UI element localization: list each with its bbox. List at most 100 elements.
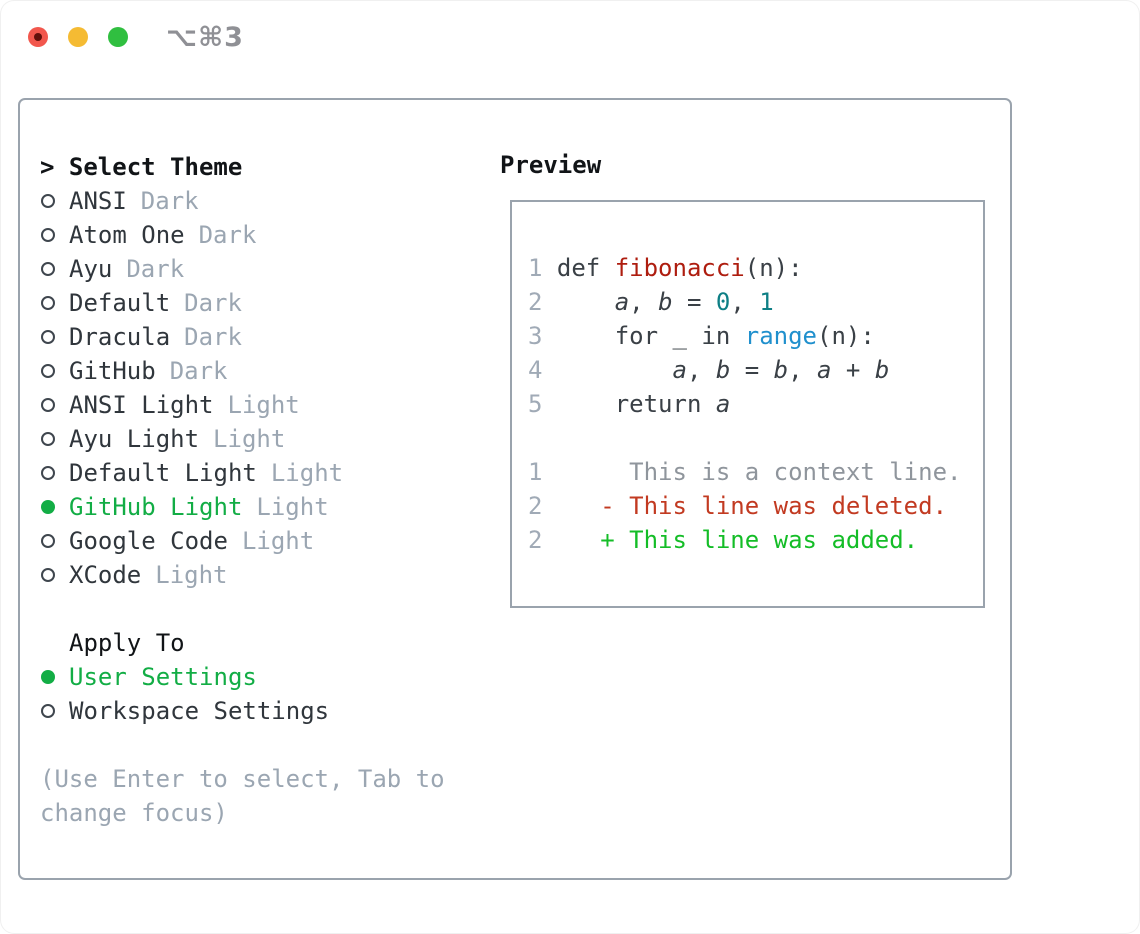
option-variant-tag: Dark: [198, 221, 257, 249]
line-number: 2: [528, 526, 543, 554]
select-theme-header: > Select Theme: [40, 150, 470, 184]
option-variant-tag: Light: [155, 561, 228, 589]
code-line: 5 return a: [528, 387, 983, 421]
spacer: [40, 728, 470, 762]
option-variant-tag: Light: [256, 493, 329, 521]
line-number: 3: [528, 322, 543, 350]
theme-option-atom-one[interactable]: Atom One Dark: [40, 218, 470, 252]
theme-option-ansi-light[interactable]: ANSI Light Light: [40, 388, 470, 422]
code-token-builtin: range: [744, 322, 817, 350]
code-token-num: 1: [759, 288, 774, 316]
code-line: 3 for _ in range(n):: [528, 319, 983, 353]
close-button[interactable]: [28, 27, 48, 47]
radio-icon: [41, 194, 55, 208]
option-variant-tag: Dark: [184, 289, 242, 317]
select-theme-title: Select Theme: [68, 153, 243, 181]
radio-icon: [41, 466, 55, 480]
option-label: Default: [69, 289, 171, 317]
hint-text: (Use Enter to select, Tab to change focu…: [40, 765, 445, 827]
radio-icon: [41, 398, 55, 412]
code-token-plain: return: [542, 390, 716, 418]
radio-icon: [41, 432, 55, 446]
code-line: 4 a, b = b, a + b: [528, 353, 983, 387]
option-label: GitHub Light: [69, 493, 243, 521]
radio-selected-icon: [41, 500, 55, 514]
radio-icon: [41, 262, 55, 276]
code-line: 2 + This line was added.: [528, 523, 983, 557]
code-token-var: a: [614, 288, 630, 316]
code-token-plain: for _ in: [542, 322, 745, 350]
option-label: Default Light: [69, 459, 257, 487]
option-label: Workspace Settings: [69, 697, 330, 725]
apply-to-header: Apply To: [69, 629, 185, 657]
theme-option-github[interactable]: GitHub Dark: [40, 354, 470, 388]
record-dot-icon: [34, 33, 42, 41]
option-label: GitHub: [69, 357, 156, 385]
option-label: User Settings: [69, 663, 257, 691]
radio-icon: [41, 296, 55, 310]
radio-icon: [41, 568, 55, 582]
line-number: 2: [528, 492, 543, 520]
apply-option-user-settings[interactable]: User Settings: [40, 660, 470, 694]
code-token-plain: [542, 288, 614, 316]
code-token-plain: def: [542, 254, 615, 282]
code-token-plain: =: [672, 288, 716, 316]
code-token-plain: ,: [788, 356, 818, 384]
theme-option-default[interactable]: Default Dark: [40, 286, 470, 320]
code-token-plain: ,: [629, 288, 659, 316]
apply-option-workspace-settings[interactable]: Workspace Settings: [40, 694, 470, 728]
window-shortcut-label: ⌥⌘3: [166, 22, 244, 53]
radio-icon: [41, 228, 55, 242]
code-token-plain: +: [831, 356, 875, 384]
code-token-num: 0: [715, 288, 731, 316]
option-variant-tag: Dark: [169, 357, 228, 385]
code-token-del: - This line was deleted.: [542, 492, 948, 520]
code-token-add: + This line was added.: [542, 526, 919, 554]
line-number: 1: [528, 254, 543, 282]
maximize-button[interactable]: [108, 27, 128, 47]
prompt-icon: >: [40, 153, 69, 181]
option-variant-tag: Light: [227, 391, 300, 419]
radio-icon: [41, 704, 55, 718]
option-label: Atom One: [69, 221, 185, 249]
code-token-var: b: [773, 356, 789, 384]
option-variant-tag: Light: [241, 527, 315, 555]
code-line: [528, 421, 983, 455]
code-token-var: a: [715, 390, 731, 418]
minimize-button[interactable]: [68, 27, 88, 47]
code-line: 1 This is a context line.: [528, 455, 983, 489]
code-token-var: a: [672, 356, 687, 384]
option-variant-tag: Dark: [184, 323, 242, 351]
option-label: ANSI Light: [69, 391, 214, 419]
code-token-ctx: This is a context line.: [542, 458, 962, 486]
line-number: 1: [528, 458, 543, 486]
code-token-plain: (n):: [817, 322, 875, 350]
option-variant-tag: Light: [213, 425, 286, 453]
code-token-var: b: [715, 356, 731, 384]
spacer: [40, 592, 470, 626]
code-token-plain: [542, 356, 672, 384]
option-label: ANSI: [69, 187, 127, 215]
code-token-var: a: [817, 356, 832, 384]
preview-header: Preview: [500, 151, 602, 179]
code-line: 1 def fibonacci(n):: [528, 251, 983, 285]
code-token-plain: ,: [686, 356, 716, 384]
theme-option-github-light[interactable]: GitHub Light Light: [40, 490, 470, 524]
code-token-func: fibonacci: [614, 254, 745, 282]
code-token-plain: (n):: [744, 254, 803, 282]
code-line: 2 - This line was deleted.: [528, 489, 983, 523]
line-number: 4: [528, 356, 543, 384]
